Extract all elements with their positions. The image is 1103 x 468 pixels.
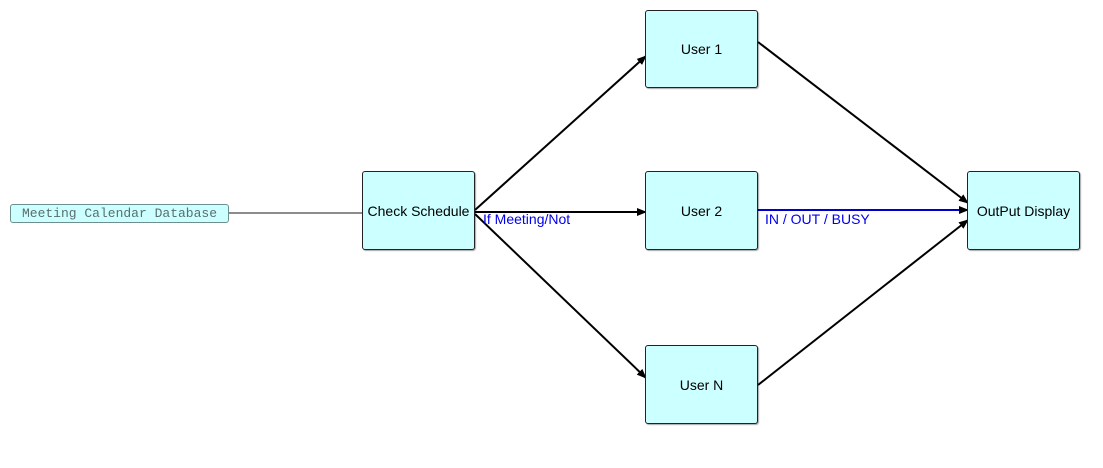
check-schedule-node[interactable]: Check Schedule (362, 171, 475, 250)
user-1-node[interactable]: User 1 (645, 10, 758, 88)
user-1-node-label: User 1 (680, 41, 723, 57)
database-node-label: Meeting Calendar Database (21, 206, 218, 221)
output-display-node[interactable]: OutPut Display (967, 171, 1080, 250)
user-2-node[interactable]: User 2 (645, 171, 758, 250)
edge-check-schedule-to-user-1 (474, 55, 647, 211)
edge-label-presence-status: IN / OUT / BUSY (765, 211, 870, 227)
user-n-node[interactable]: User N (645, 345, 758, 424)
user-n-node-label: User N (679, 376, 724, 393)
output-display-node-label: OutPut Display (976, 202, 1071, 219)
database-node[interactable]: Meeting Calendar Database (10, 204, 229, 223)
user-2-node-label: User 2 (680, 202, 723, 219)
edge-user-n-to-output-display (757, 219, 969, 386)
edge-user-1-to-output-display (757, 41, 969, 204)
edge-label-meeting-status: If Meeting/Not (483, 211, 571, 227)
check-schedule-node-label: Check Schedule (367, 202, 470, 219)
edge-check-schedule-to-user-n (474, 213, 647, 379)
